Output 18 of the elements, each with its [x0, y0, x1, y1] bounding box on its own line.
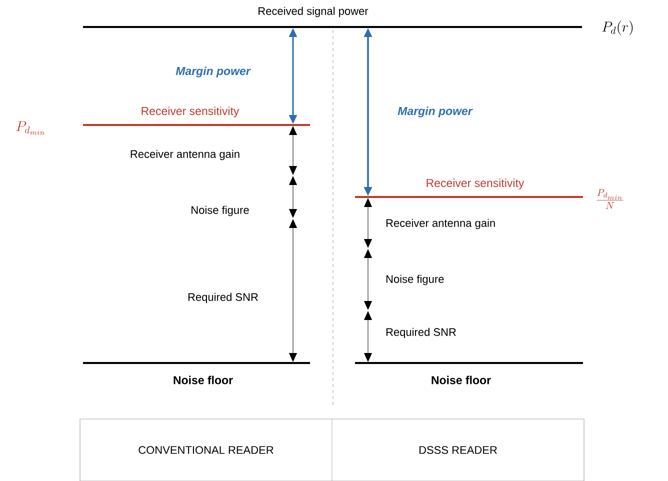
level-label: Receiver antenna gain [386, 218, 495, 230]
level-label: Required SNR [386, 328, 456, 338]
level-label: Received signal power [256, 6, 370, 18]
level-formula: $\frac{P_{d_{min}}}{N}$ [596, 189, 624, 209]
floor-label: Noise floor [432, 376, 491, 384]
margin-label: Margin power [398, 106, 473, 118]
sensitivity-label: Receiver sensitivity [426, 178, 524, 190]
margin-label: Margin power [176, 66, 251, 78]
level-formula: $P_{d_{min}}$ [16, 121, 44, 135]
level-formula: $P_d(r)$ [602, 20, 633, 36]
sensitivity-label: Receiver sensitivity [142, 106, 240, 118]
level-label: Noise figure [386, 274, 444, 286]
level-label: Required SNR [188, 292, 258, 304]
level-label: Receiver antenna gain [130, 150, 240, 160]
table-cell: DSSS READER [420, 446, 497, 454]
floor-label: Noise floor [174, 376, 233, 384]
level-label: Noise figure [192, 206, 249, 216]
table-cell: CONVENTIONAL READER [138, 446, 274, 454]
